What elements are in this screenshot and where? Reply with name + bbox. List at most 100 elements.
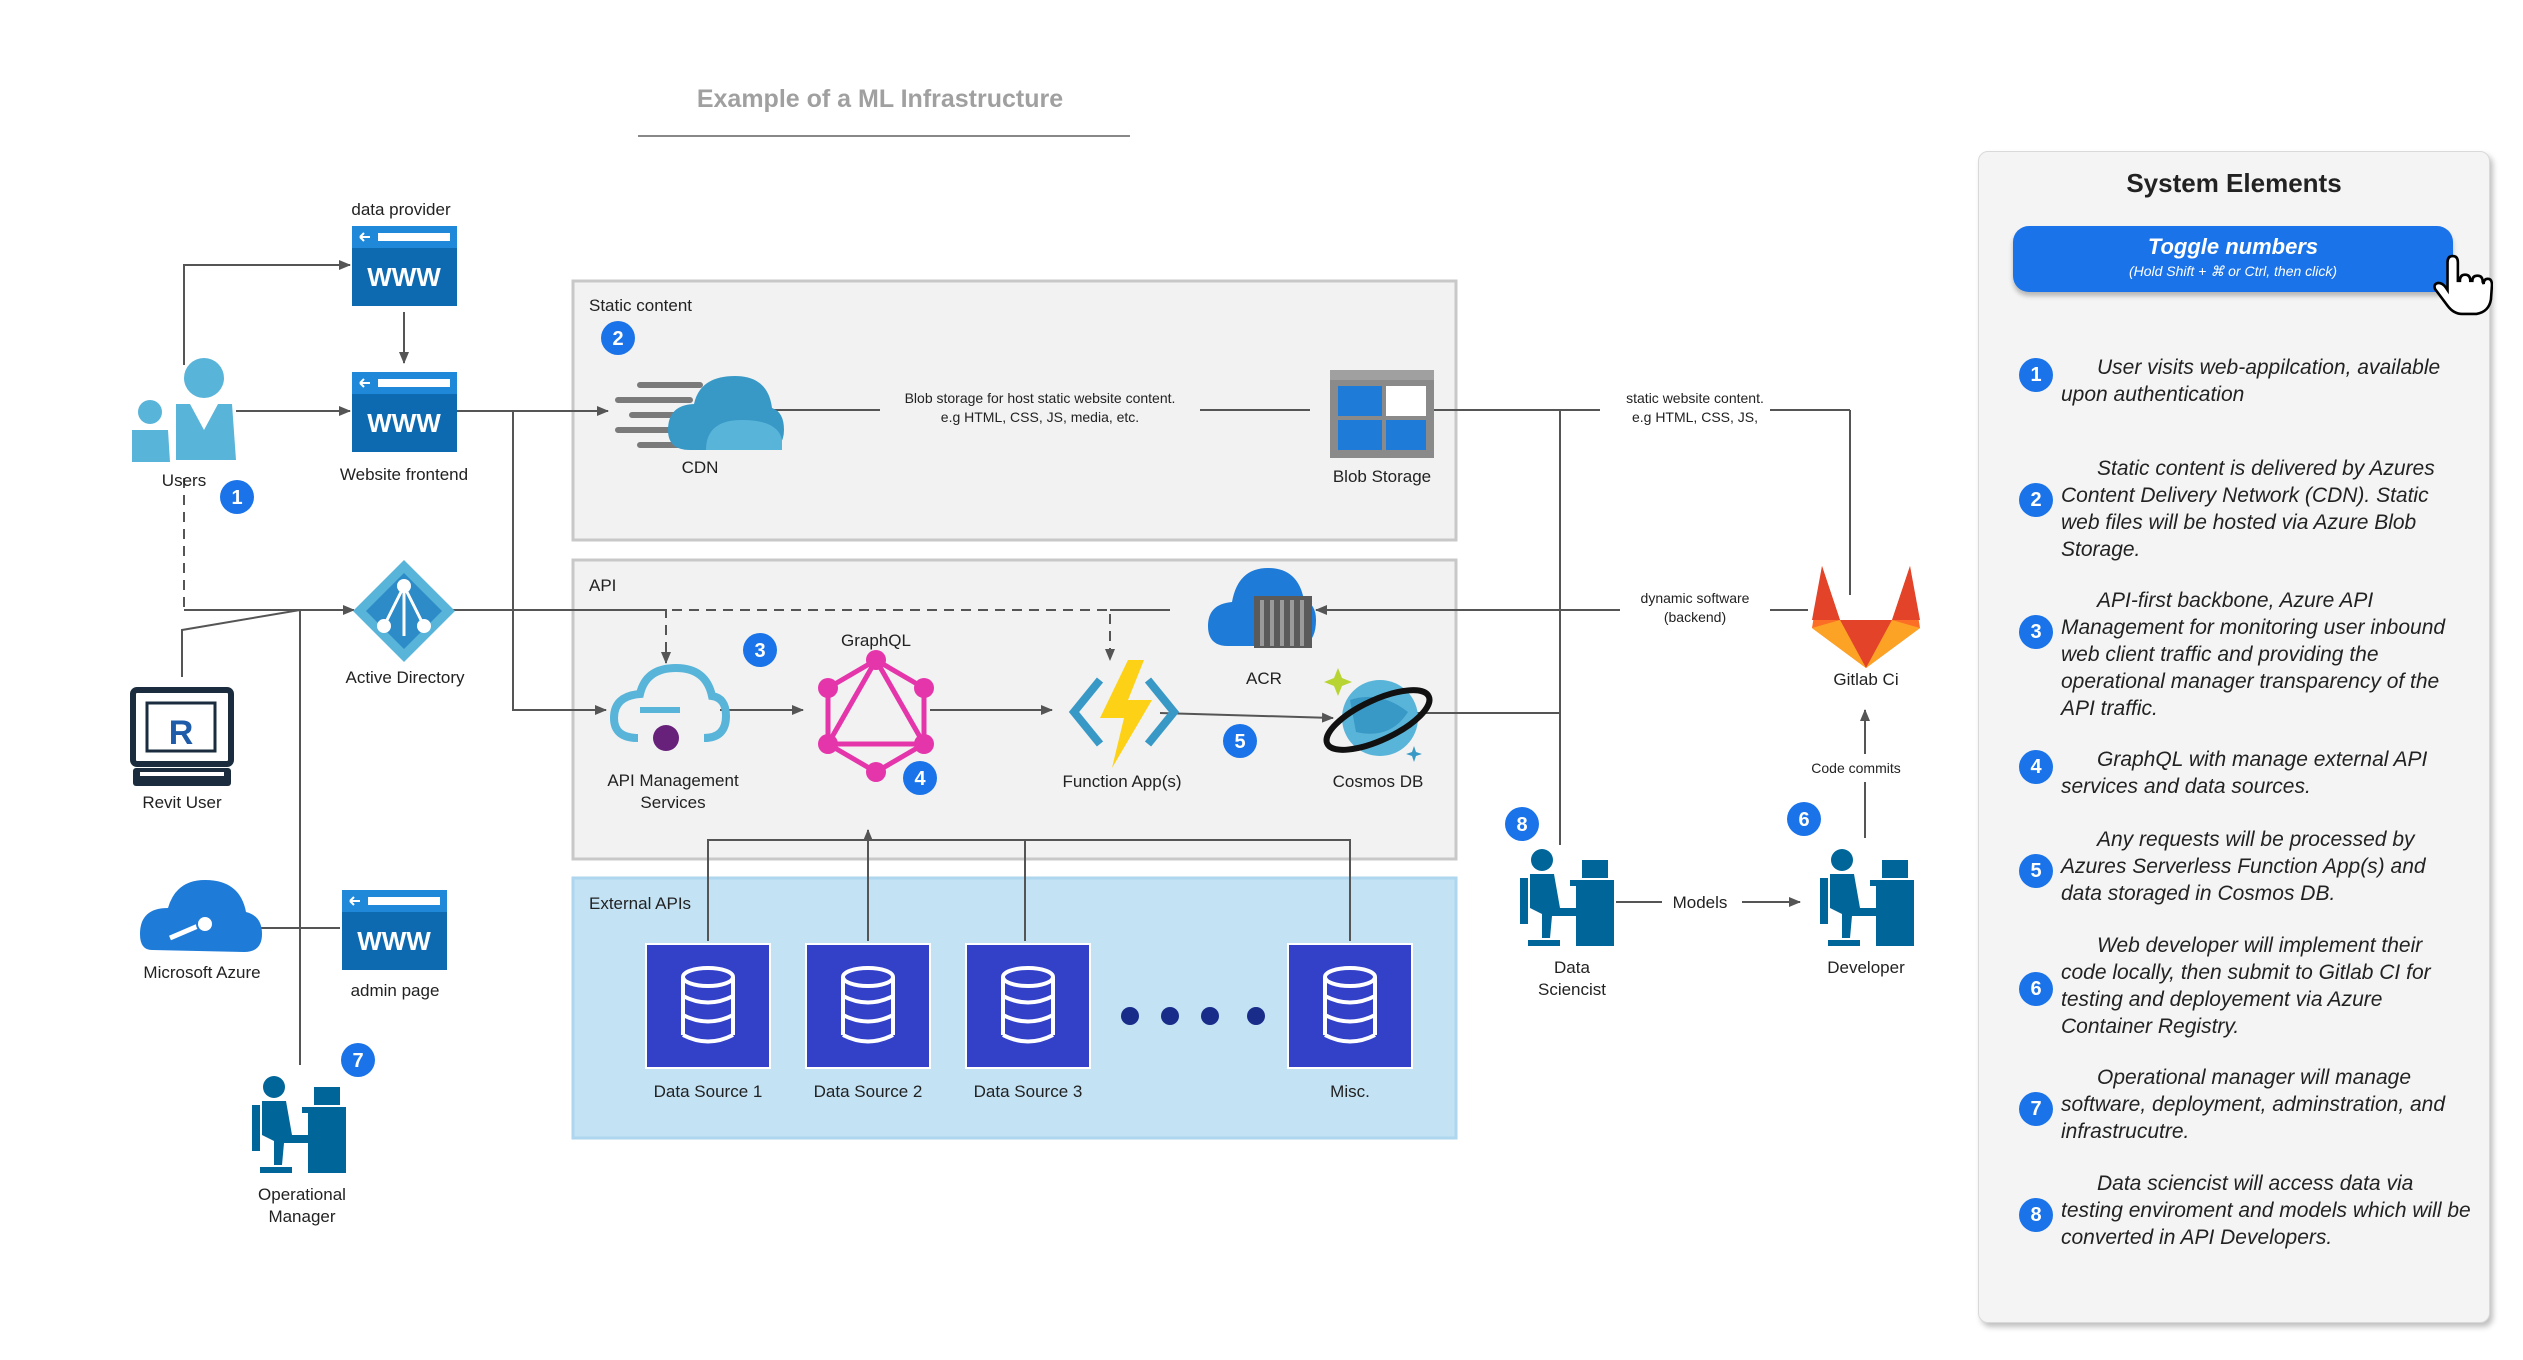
connectors bbox=[181, 260, 1870, 1065]
blob-storage-label: Blob Storage bbox=[1333, 467, 1431, 486]
static-content-label: Static content bbox=[589, 296, 692, 315]
static-note-line1: static website content. bbox=[1626, 390, 1764, 406]
step-1-number: 1 bbox=[2019, 358, 2053, 392]
data-scientist-label-1: Data bbox=[1554, 958, 1590, 977]
blob-storage-icon bbox=[1330, 370, 1434, 458]
active-directory-icon bbox=[353, 560, 455, 662]
svg-text:2: 2 bbox=[612, 328, 623, 350]
users-label: Users bbox=[162, 471, 206, 490]
svg-text:8: 8 bbox=[1516, 814, 1527, 836]
gitlab-ci-node: Gitlab Ci bbox=[1812, 566, 1920, 689]
step-7-text: Operational manager will manage software… bbox=[2061, 1066, 2446, 1143]
function-app-label: Function App(s) bbox=[1062, 772, 1181, 791]
badge-7: 7 bbox=[341, 1043, 375, 1077]
graphql-node: GraphQL bbox=[818, 631, 934, 782]
operational-manager-label-1: Operational bbox=[258, 1185, 346, 1204]
users-icon bbox=[132, 358, 236, 462]
api-management-icon bbox=[609, 663, 731, 751]
api-management-label-1: API Management bbox=[607, 771, 739, 790]
person-at-desk-icon bbox=[1520, 849, 1614, 946]
revit-user-node: R Revit User bbox=[130, 687, 234, 812]
step-7-number: 7 bbox=[2019, 1092, 2053, 1126]
cosmos-db-label: Cosmos DB bbox=[1333, 772, 1424, 791]
blob-note-line1: Blob storage for host static website con… bbox=[905, 390, 1176, 406]
svg-text:3: 3 bbox=[754, 640, 765, 662]
blob-note-line2: e.g HTML, CSS, JS, media, etc. bbox=[941, 409, 1139, 425]
developer-node: Developer bbox=[1820, 849, 1914, 977]
acr-label: ACR bbox=[1246, 669, 1282, 688]
diagram-title: Example of a ML Infrastructure bbox=[697, 85, 1063, 113]
static-note-line2: e.g HTML, CSS, JS, bbox=[1632, 409, 1758, 425]
person-at-desk-icon bbox=[1820, 849, 1914, 946]
connector-labels: Blob storage for host static website con… bbox=[880, 385, 1910, 916]
data-provider-node: data provider WWW bbox=[351, 200, 457, 308]
function-app-node: Function App(s) bbox=[1062, 660, 1182, 791]
active-directory-label: Active Directory bbox=[345, 668, 465, 687]
microsoft-azure-label: Microsoft Azure bbox=[143, 963, 260, 982]
data-scientist-node: Data Sciencist bbox=[1520, 849, 1614, 999]
www-text: WWW bbox=[357, 926, 431, 956]
azure-cloud-icon bbox=[140, 880, 262, 952]
api-management-label-2: Services bbox=[640, 793, 705, 812]
badge-6: 6 bbox=[1787, 802, 1821, 836]
svg-text:4: 4 bbox=[914, 768, 926, 790]
hand-pointer-icon bbox=[2433, 254, 2493, 316]
cosmos-db-icon bbox=[1323, 668, 1433, 762]
database-icon bbox=[965, 943, 1091, 1069]
toggle-numbers-label: Toggle numbers bbox=[2147, 234, 2319, 259]
developer-label: Developer bbox=[1827, 958, 1905, 977]
step-1-text: User visits web-appilcation, available u… bbox=[2061, 356, 2441, 406]
step-8-number: 8 bbox=[2019, 1198, 2053, 1232]
misc-node: Misc. bbox=[1287, 943, 1413, 1101]
data-source-3-label: Data Source 3 bbox=[974, 1082, 1083, 1101]
step-5-text: Any requests will be processed by Azures… bbox=[2061, 828, 2426, 905]
active-directory-node: Active Directory bbox=[345, 560, 465, 687]
step-6-text: Web developer will implement their code … bbox=[2061, 934, 2431, 1038]
step-2-text: Static content is delivered by Azures Co… bbox=[2061, 457, 2435, 561]
badge-3: 3 bbox=[743, 633, 777, 667]
www-text: WWW bbox=[367, 262, 441, 292]
website-frontend-node: WWW Website frontend bbox=[340, 370, 468, 484]
gitlab-icon bbox=[1812, 566, 1920, 668]
step-2-number: 2 bbox=[2019, 483, 2053, 517]
data-source-1-node: Data Source 1 bbox=[645, 943, 771, 1101]
badge-8: 8 bbox=[1505, 807, 1539, 841]
toggle-numbers-hint: (Hold Shift + ⌘ or Ctrl, then click) bbox=[2128, 263, 2338, 279]
data-scientist-label-2: Sciencist bbox=[1538, 980, 1606, 999]
badge-1: 1 bbox=[220, 480, 254, 514]
gitlab-ci-label: Gitlab Ci bbox=[1833, 670, 1898, 689]
users-node: Users bbox=[132, 358, 236, 490]
dynamic-note-line1: dynamic software bbox=[1641, 590, 1750, 606]
database-icon bbox=[645, 943, 771, 1069]
revit-user-label: Revit User bbox=[142, 793, 222, 812]
admin-page-node: WWW admin page bbox=[342, 888, 447, 1000]
database-icon bbox=[1287, 943, 1413, 1069]
revit-letter: R bbox=[169, 714, 194, 752]
svg-text:5: 5 bbox=[1234, 731, 1245, 753]
cdn-node: CDN bbox=[615, 376, 784, 477]
svg-text:6: 6 bbox=[1798, 809, 1809, 831]
admin-page-label: admin page bbox=[351, 981, 440, 1000]
dynamic-note-line2: (backend) bbox=[1664, 609, 1726, 625]
svg-text:7: 7 bbox=[352, 1050, 363, 1072]
toggle-numbers-button[interactable]: Toggle numbers (Hold Shift + ⌘ or Ctrl, … bbox=[2013, 226, 2453, 292]
data-provider-label: data provider bbox=[351, 200, 451, 219]
blob-storage-node: Blob Storage bbox=[1330, 370, 1434, 486]
cosmos-db-node: Cosmos DB bbox=[1323, 668, 1433, 791]
acr-node: ACR bbox=[1208, 568, 1316, 688]
data-source-3-node: Data Source 3 bbox=[965, 943, 1091, 1101]
panel-title: System Elements bbox=[2126, 168, 2342, 198]
cdn-cloud-icon bbox=[615, 376, 784, 450]
svg-text:1: 1 bbox=[231, 487, 242, 509]
api-label: API bbox=[589, 576, 616, 595]
step-5-number: 5 bbox=[2019, 854, 2053, 888]
models-label: Models bbox=[1673, 893, 1728, 912]
number-badges: 1 2 3 4 5 6 7 8 bbox=[220, 321, 1821, 1077]
data-source-2-label: Data Source 2 bbox=[814, 1082, 923, 1101]
step-4-number: 4 bbox=[2019, 750, 2053, 784]
revit-icon: R bbox=[130, 687, 234, 786]
step-6-number: 6 bbox=[2019, 972, 2053, 1006]
badge-5: 5 bbox=[1223, 724, 1257, 758]
function-app-icon bbox=[1068, 660, 1180, 768]
